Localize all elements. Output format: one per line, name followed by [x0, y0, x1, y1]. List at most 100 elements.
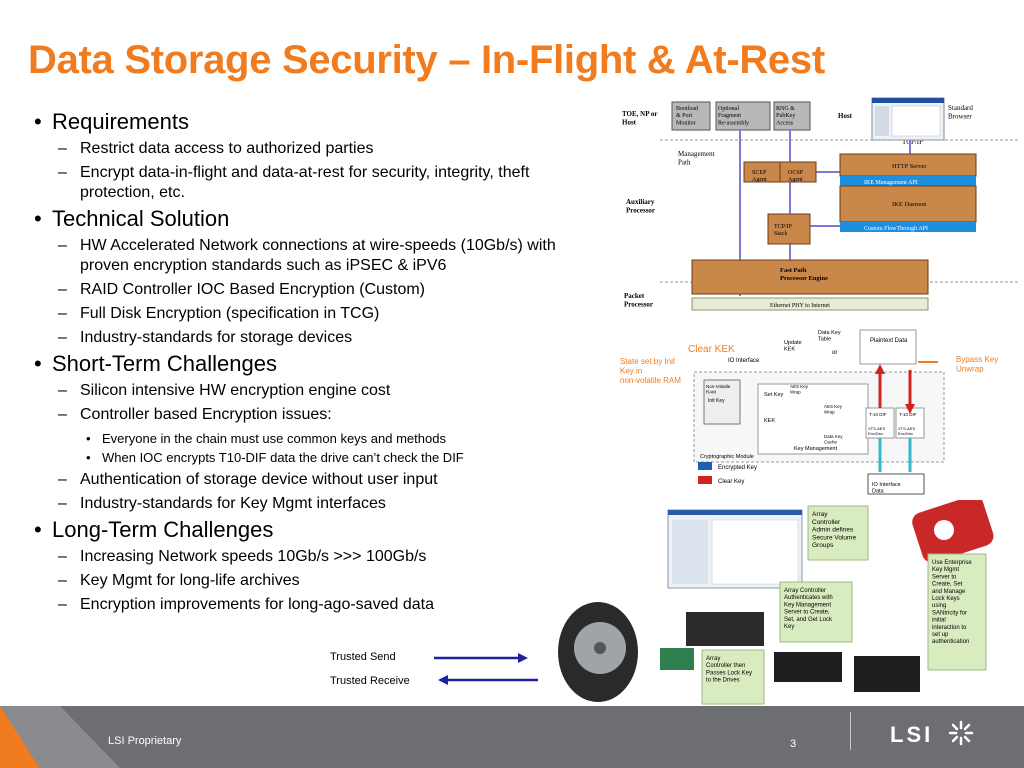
ethernet-bar	[691, 297, 929, 311]
lsi-starburst-icon	[948, 720, 974, 746]
io-interface-label: IO Interface	[728, 358, 760, 364]
custom-api-label: Custom FlowThrough API	[864, 226, 928, 232]
sub-sub-bullet: When IOC encrypts T10-DIF data the drive…	[34, 450, 594, 466]
admin-note	[807, 505, 869, 561]
host-label: Host	[838, 112, 853, 120]
clear-key-icon	[698, 476, 712, 484]
footer-orange-fold	[0, 706, 120, 768]
sub-bullet: Industry-standards for storage devices	[34, 328, 594, 348]
sub-bullet: Encrypt data-in-flight and data-at-rest …	[34, 163, 534, 203]
tcpip-label: TCP/IP	[902, 138, 923, 146]
sub-bullet: Key Mgmt for long-life archives	[34, 571, 594, 591]
crypto-module-label: Cryptographic Module	[700, 454, 754, 460]
key-mgmt-label: Key Management	[794, 446, 838, 452]
encrypted-key-icon	[698, 462, 712, 470]
sub-bullet: Authentication of storage device without…	[34, 470, 594, 490]
fragment-box	[715, 101, 771, 131]
fastpath-box	[691, 259, 929, 295]
ike-daemon-label: IKE Daemon	[892, 201, 927, 208]
set-key-label: Set Key	[764, 392, 784, 398]
bullet-short-term: Short-Term Challenges	[34, 350, 594, 377]
sub-bullet: RAID Controller IOC Based Encryption (Cu…	[34, 280, 594, 300]
footer-divider	[850, 712, 851, 750]
storage-array-icon	[774, 652, 842, 682]
sub-bullet: Increasing Network speeds 10Gb/s >>> 100…	[34, 547, 594, 567]
clear-kek-label: Clear KEK	[688, 344, 735, 355]
bullet-technical-solution: Technical Solution	[34, 205, 594, 232]
enterprise-note	[927, 553, 987, 671]
plaintext-label: Plaintext Data	[870, 338, 908, 344]
ike-daemon-box	[839, 185, 977, 223]
sub-sub-bullet: Everyone in the chain must use common ke…	[34, 431, 594, 447]
slide-title: Data Storage Security – In-Flight & At-R…	[28, 38, 825, 82]
key-mgmt-box	[757, 383, 869, 455]
array-controller-icon	[686, 612, 764, 646]
footer-bar	[0, 706, 1024, 768]
bootload-box	[671, 101, 711, 131]
sub-bullet: HW Accelerated Network connections at wi…	[34, 236, 564, 276]
page-number: 3	[790, 738, 797, 750]
trusted-send-label: Trusted Send	[330, 651, 396, 663]
or-label: or	[832, 350, 837, 356]
bullet-list: Requirements Restrict data access to aut…	[34, 106, 594, 615]
footer-proprietary: LSI Proprietary	[108, 735, 182, 747]
bullet-requirements: Requirements	[34, 108, 594, 135]
trusted-receive-label: Trusted Receive	[330, 675, 410, 687]
sub-bullet: Restrict data access to authorized parti…	[34, 139, 594, 159]
ocsp-box	[779, 161, 817, 183]
ike-api-label: IKE Management API	[864, 180, 918, 186]
http-label: HTTP Server	[892, 163, 927, 170]
clear-key-label: Clear Key	[718, 479, 744, 485]
trusted-arrows	[434, 653, 538, 685]
io-data-box	[867, 473, 925, 495]
sub-bullet: Industry-standards for Key Mgmt interfac…	[34, 494, 594, 514]
plaintext-box	[859, 329, 917, 365]
t10-dif-a-label: T-10 DIF	[869, 412, 887, 417]
t10-dif-b-label: T-10 DIF	[899, 412, 917, 417]
t10-dif-b-box	[895, 407, 925, 439]
nv-ram-box	[703, 379, 741, 425]
custom-api-bar	[840, 222, 976, 232]
auth-note	[779, 581, 853, 643]
bullet-long-term: Long-Term Challenges	[34, 516, 594, 543]
sub-bullet: Full Disk Encryption (specification in T…	[34, 304, 594, 324]
kek-label: KEK	[764, 418, 775, 424]
passes-note	[701, 649, 765, 705]
encrypted-key-label: Encrypted Key	[718, 465, 757, 471]
ethernet-label: Ethernet PHY to Internet	[770, 303, 830, 309]
rng-box	[773, 101, 811, 131]
sub-bullet: Controller based Encryption issues:	[34, 405, 594, 425]
raid-card-icon	[660, 648, 694, 670]
ike-api-bar	[840, 176, 976, 186]
init-key-label: Init Key	[708, 398, 725, 404]
